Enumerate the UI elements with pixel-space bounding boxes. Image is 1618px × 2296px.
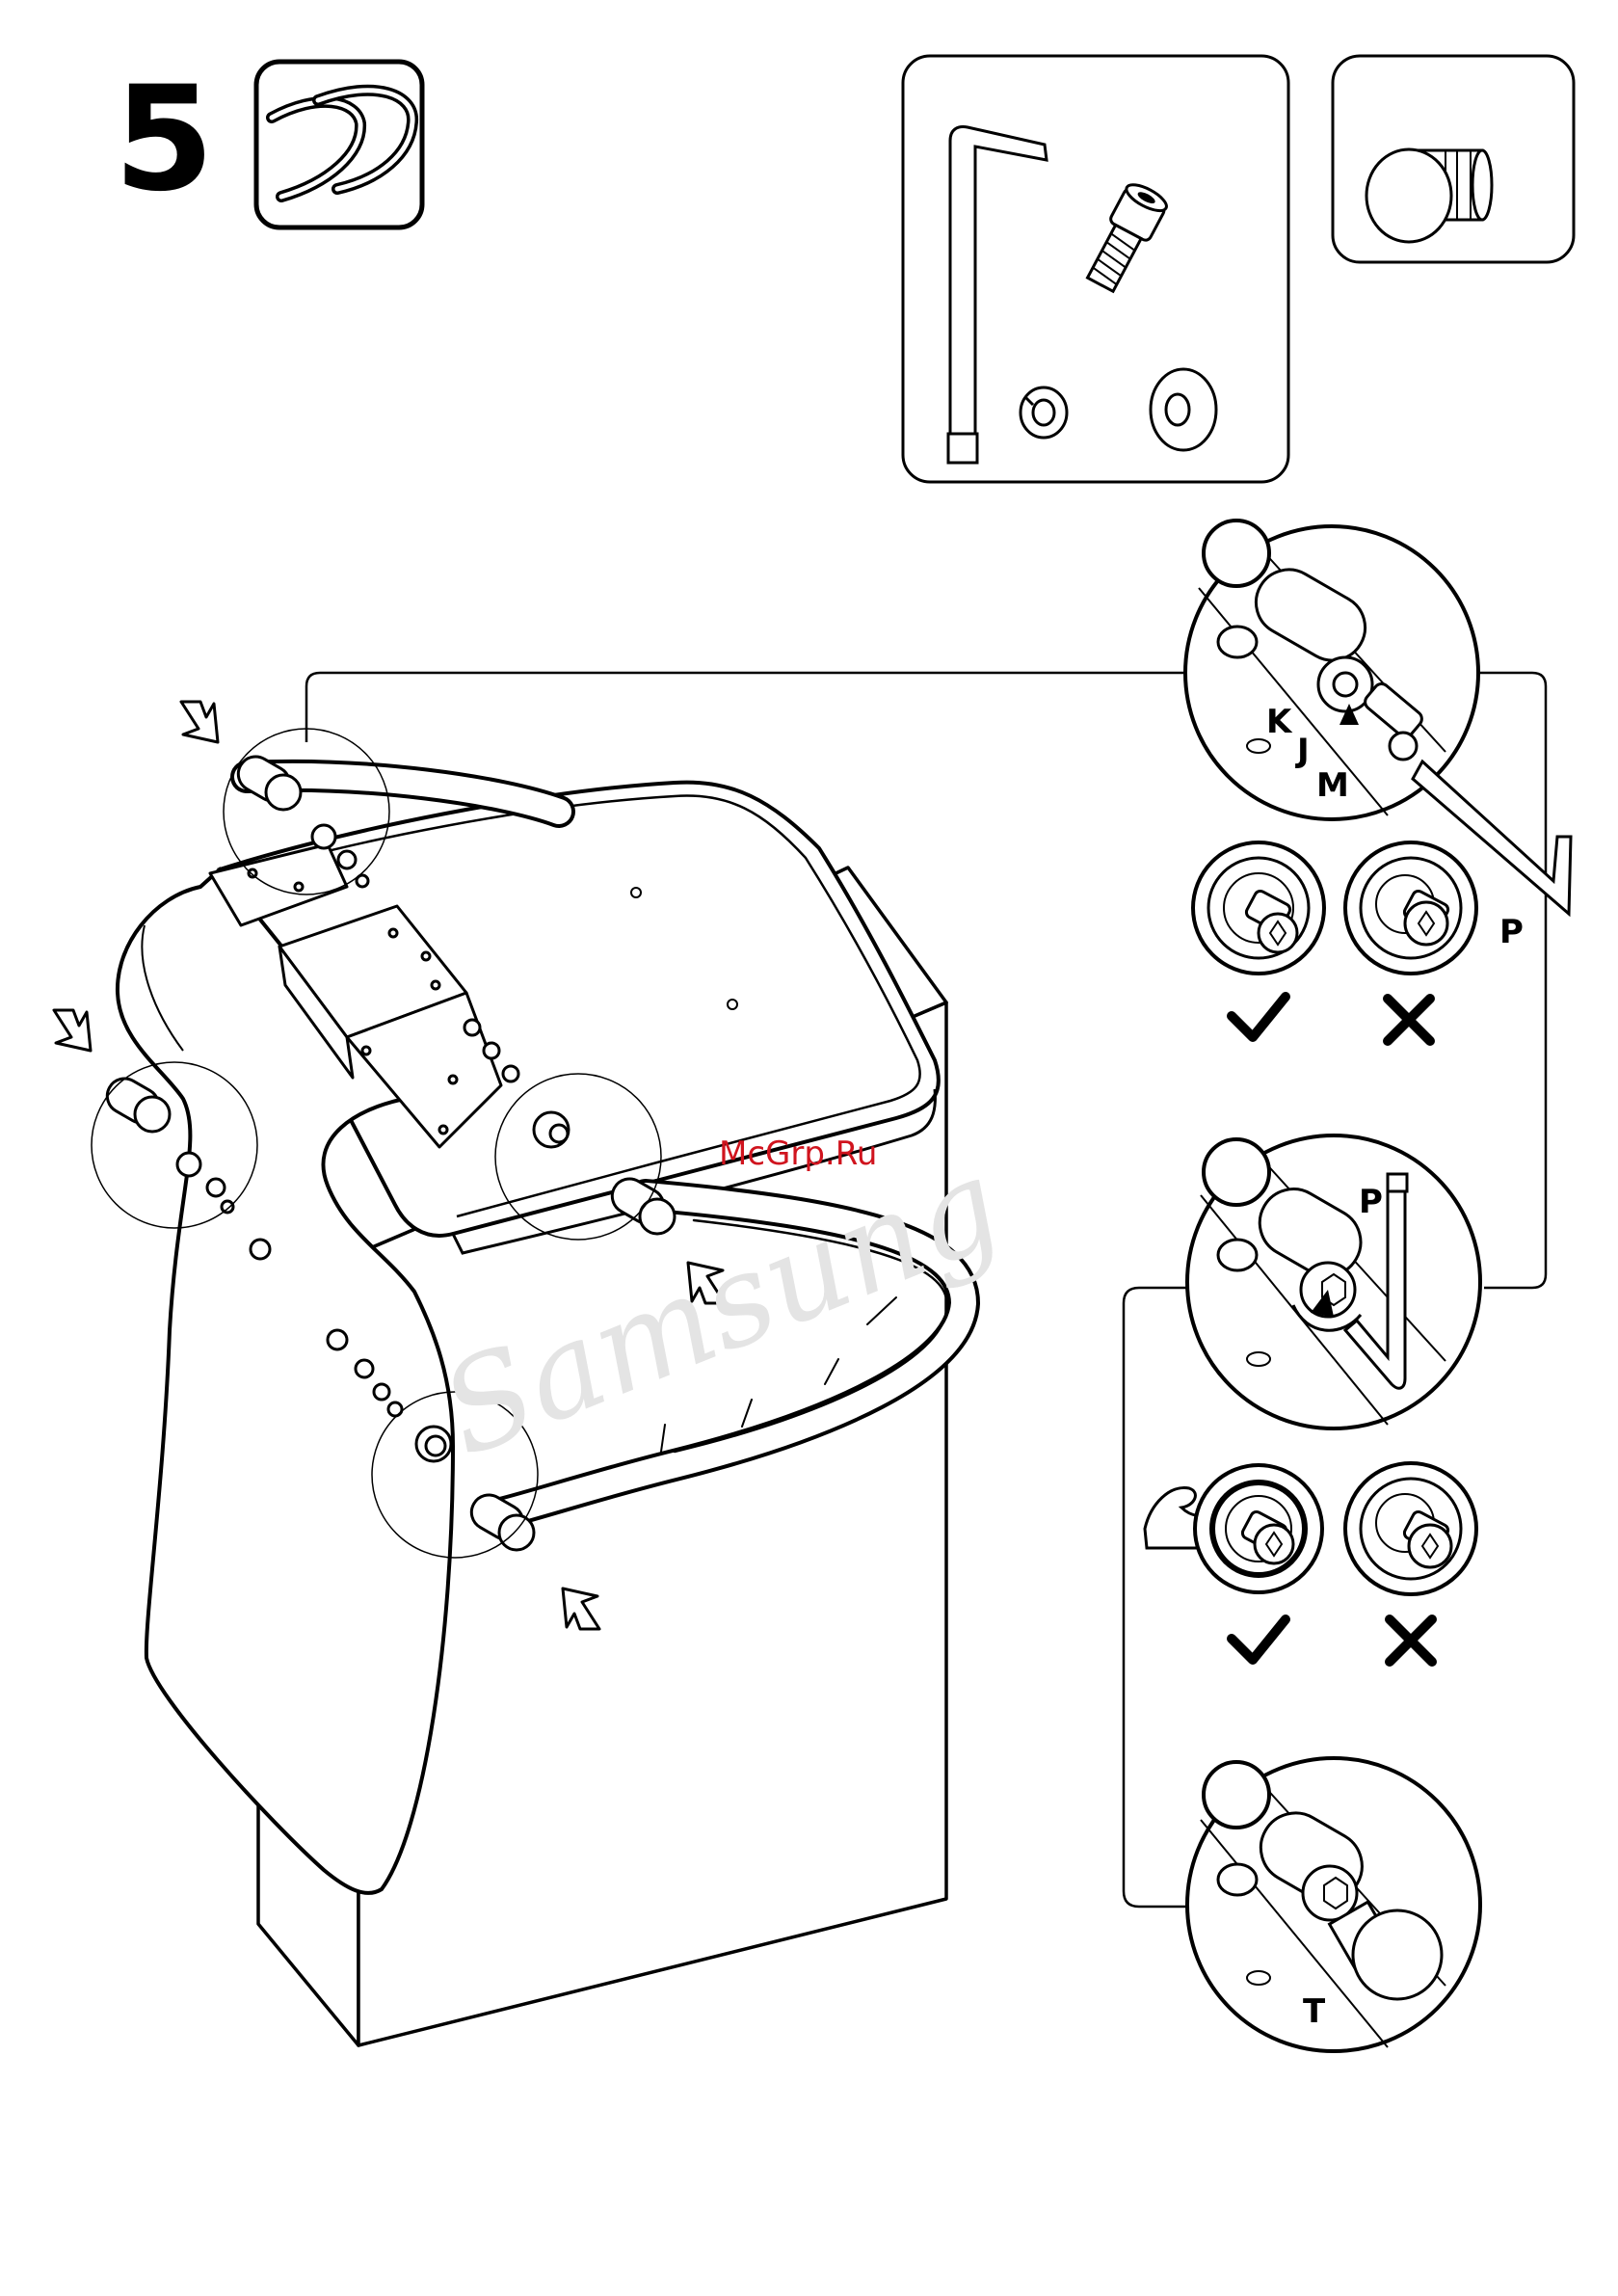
hardware-box-1 [903,56,1288,482]
detail-circle-2: P [1187,1135,1480,1428]
label-m: M [1316,766,1349,805]
cross-icon-2 [1390,1619,1432,1662]
flat-washer-icon [1151,369,1216,450]
cross-icon [1388,999,1430,1041]
label-k: K [1266,703,1293,741]
arrow-icon-1 [181,702,218,742]
check-row-1 [1193,842,1476,1041]
bolt-view-wrong-1 [1345,842,1476,974]
mcgrp-watermark: McGrp.Ru [719,1135,877,1173]
hardware-box-2 [1333,56,1574,262]
detail-circle-3: T [1187,1758,1480,2051]
check-row-2 [1145,1463,1476,1662]
tubular-frame-icon [256,62,422,227]
check-icon-2 [1232,1619,1286,1660]
arrow-icon-2 [54,1010,91,1051]
check-icon [1232,997,1286,1037]
bolt-view-correct-2 [1195,1465,1322,1592]
peg-left [101,1072,170,1132]
label-p-2: P [1359,1183,1383,1221]
label-p-1: P [1499,913,1524,951]
bolt-view-wrong-2 [1345,1463,1476,1594]
spring-washer-icon [1021,387,1067,438]
bolt-view-correct-1 [1193,842,1324,974]
label-j: J [1295,732,1310,770]
label-t: T [1303,1992,1326,2031]
